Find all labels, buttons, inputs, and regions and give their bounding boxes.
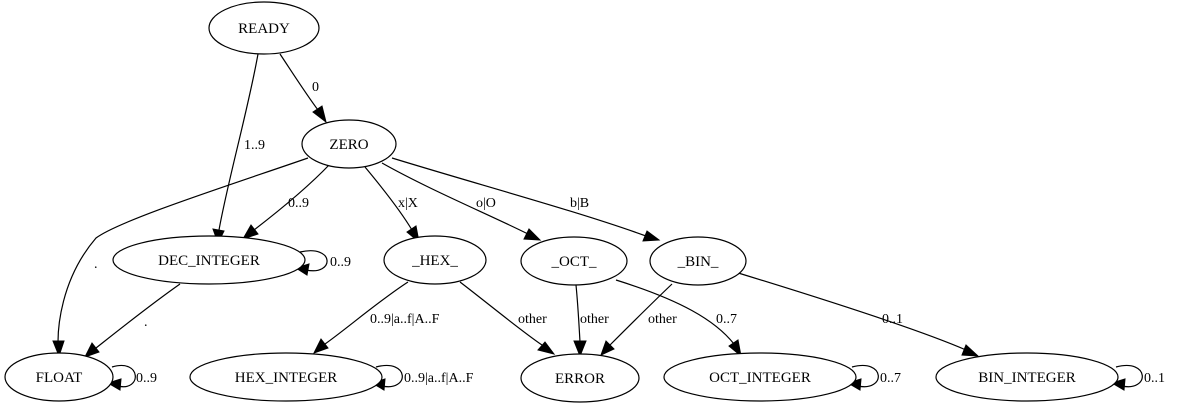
edge-zero-oct <box>381 162 542 241</box>
edge-label-ready-zero: 0 <box>312 80 319 95</box>
node-hex-integer: HEX_INTEGER <box>189 352 383 402</box>
edge-label-bin-binint: 0..1 <box>882 312 903 327</box>
edge-label-octint-self: 0..7 <box>880 371 901 386</box>
node-label-zero: ZERO <box>329 137 368 153</box>
edge-bin-bin-integer <box>734 271 980 357</box>
edge-label-hexint-self: 0..9|a..f|A..F <box>404 371 474 386</box>
node-float: FLOAT <box>4 352 114 402</box>
edge-label-bin-error: other <box>648 312 677 327</box>
node-oct: _OCT_ <box>520 236 628 286</box>
node-label-ready: READY <box>238 21 290 37</box>
edge-label-binint-self: 0..1 <box>1144 371 1165 386</box>
edge-zero-bin <box>391 157 661 242</box>
node-label-dec-integer: DEC_INTEGER <box>158 253 260 269</box>
edge-ready-zero <box>279 53 327 124</box>
node-bin-integer: BIN_INTEGER <box>935 352 1119 402</box>
node-label-hex-integer: HEX_INTEGER <box>235 370 337 386</box>
edge-label-zero-dec: 0..9 <box>288 196 309 211</box>
edge-label-oct-error: other <box>580 312 609 327</box>
edge-label-oct-octint: 0..7 <box>716 312 737 327</box>
edge-label-hex-hexint: 0..9|a..f|A..F <box>370 312 440 327</box>
edge-label-dec-self: 0..9 <box>330 255 351 270</box>
edge-float-self <box>106 364 136 391</box>
node-error: ERROR <box>520 353 640 403</box>
edge-hex-hex-integer <box>312 281 409 354</box>
edge-label-dec-float: . <box>144 315 148 330</box>
node-ready: READY <box>208 1 320 55</box>
edge-bin-integer-self <box>1110 364 1143 391</box>
edge-label-zero-float: . <box>94 257 98 272</box>
edge-hex-error <box>459 281 556 355</box>
edge-label-zero-oct: o|O <box>476 196 496 211</box>
node-oct-integer: OCT_INTEGER <box>663 352 857 402</box>
edge-label-hex-error: other <box>518 312 547 327</box>
node-label-bin-integer: BIN_INTEGER <box>978 370 1076 386</box>
node-dec-integer: DEC_INTEGER <box>112 235 306 285</box>
edge-label-ready-dec: 1..9 <box>244 138 265 153</box>
edge-oct-error <box>573 284 587 358</box>
edge-dec-integer-float <box>83 283 181 358</box>
edge-label-zero-hex: x|X <box>398 196 418 211</box>
node-label-hex: _HEX_ <box>411 253 458 269</box>
node-label-oct: _OCT_ <box>551 254 598 270</box>
edge-zero-float <box>52 157 309 358</box>
node-bin: _BIN_ <box>649 236 747 286</box>
node-label-oct-integer: OCT_INTEGER <box>709 370 811 386</box>
node-zero: ZERO <box>301 119 397 169</box>
edge-bin-error <box>600 283 673 356</box>
node-label-error: ERROR <box>555 371 605 387</box>
edge-oct-oct-integer <box>615 279 742 358</box>
node-label-float: FLOAT <box>36 370 83 386</box>
edge-zero-dec-integer <box>241 163 331 240</box>
node-hex: _HEX_ <box>383 235 487 285</box>
edge-label-zero-bin: b|B <box>570 196 589 211</box>
edge-label-float-self: 0..9 <box>136 371 157 386</box>
node-label-bin: _BIN_ <box>677 254 719 270</box>
